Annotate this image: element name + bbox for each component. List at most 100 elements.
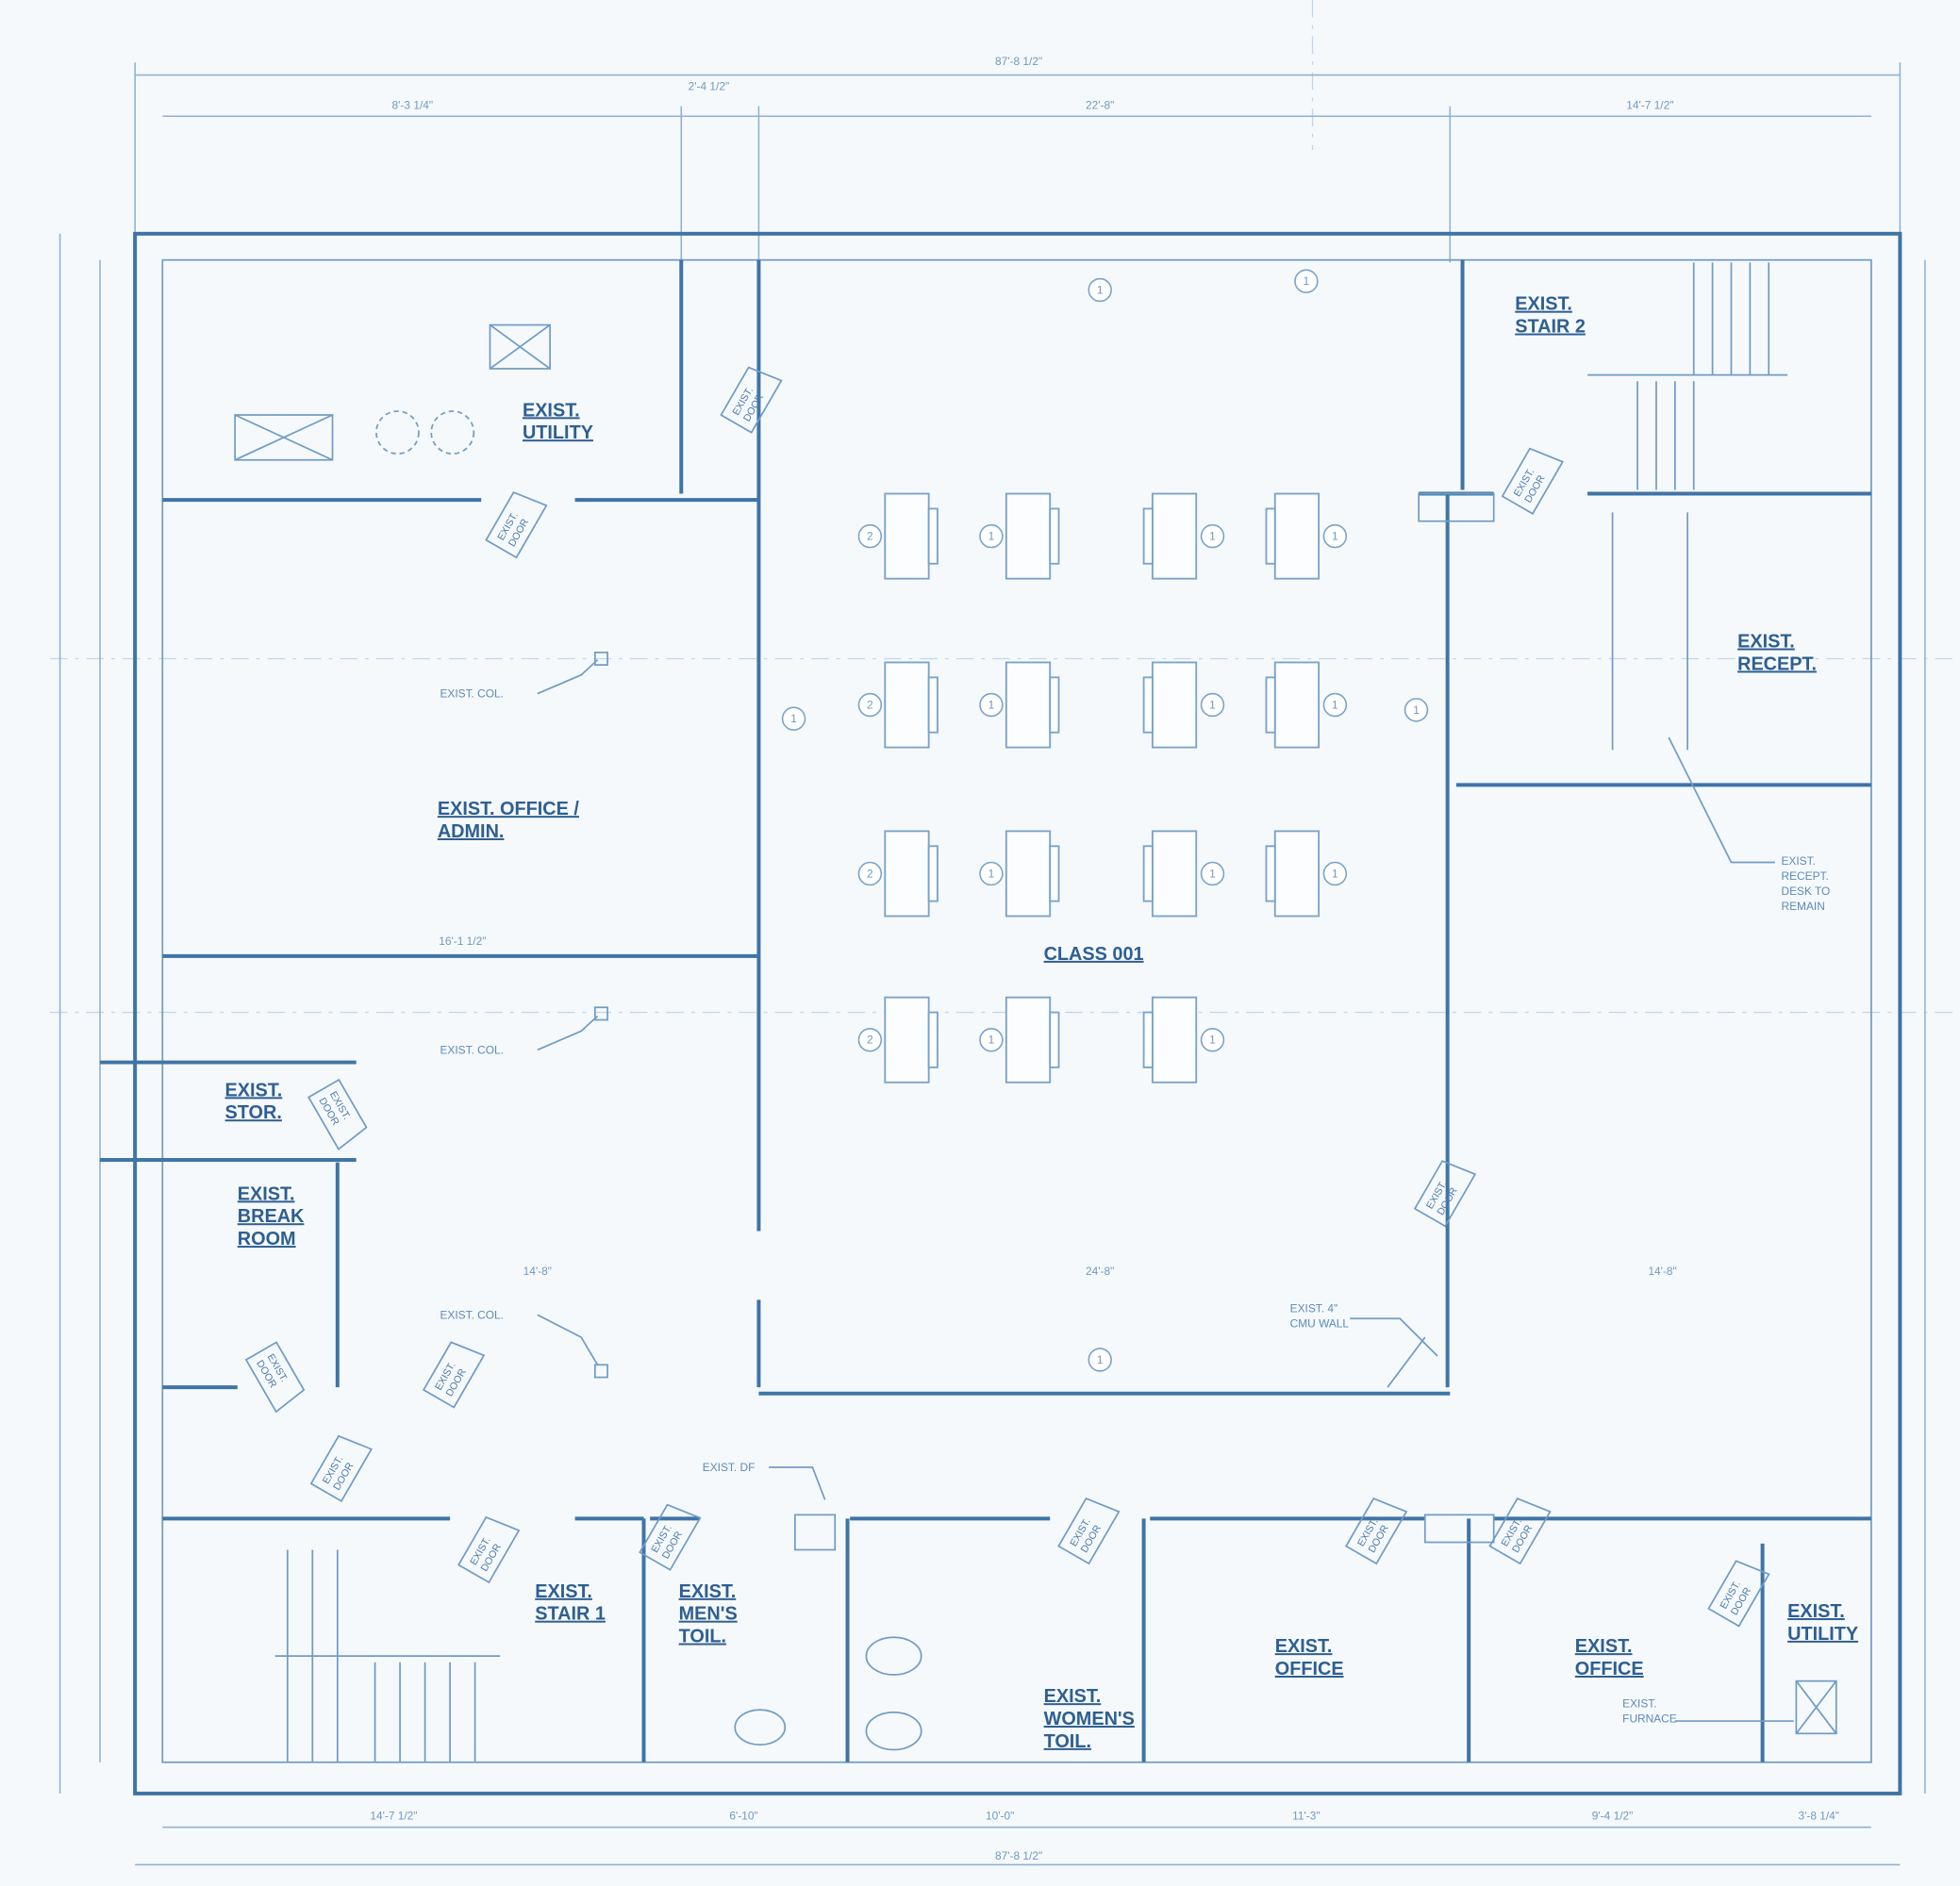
desk-tag — [857, 692, 883, 718]
door-swing: EXIST.DOOR — [485, 491, 548, 559]
note-recept-desk-b: RECEPT. — [1781, 869, 1828, 883]
dim-top-3: 22'-8" — [1086, 98, 1114, 111]
desk-tag — [979, 692, 1004, 718]
room-label-womens: EXIST. — [1044, 1686, 1102, 1707]
wall-tag: 1 — [1088, 1348, 1112, 1372]
note-col-3: EXIST. COL. — [440, 1308, 503, 1321]
room-label-class: CLASS 001 — [1044, 944, 1144, 965]
note-recept-desk-d: REMAIN — [1781, 900, 1824, 913]
room-label-mens-c: TOIL. — [679, 1627, 726, 1647]
desk-tag-label: 1 — [1332, 867, 1338, 880]
dim-bottom-3: 10'-0" — [986, 1810, 1014, 1823]
notes: EXIST. COL. EXIST. COL. EXIST. COL. EXIS… — [440, 651, 1830, 1725]
svg-text:1: 1 — [1304, 274, 1310, 288]
dim-corridor-3: 14'-8" — [1648, 1265, 1676, 1278]
door-swing: EXIST.DOOR — [244, 1341, 306, 1414]
desk: 1 — [979, 661, 1060, 749]
equipment — [234, 323, 1837, 1751]
desk-tag — [1322, 692, 1348, 718]
door-swing: EXIST.DOOR — [1057, 1497, 1121, 1565]
dim-bottom-4: 11'-3" — [1292, 1810, 1320, 1823]
room-label-break: EXIST. — [238, 1183, 295, 1204]
desk-tag — [1200, 523, 1225, 549]
door-swing: EXIST.DOOR — [720, 366, 783, 434]
desk-tag-label: 1 — [1209, 1034, 1216, 1047]
desk: 1 — [1142, 996, 1225, 1084]
desk: 2 — [857, 830, 938, 918]
desk-tag-label: 1 — [988, 698, 995, 711]
room-label-office-admin: EXIST. OFFICE / — [438, 799, 580, 819]
desk-tag — [979, 523, 1004, 549]
doors: EXIST.DOOREXIST.DOOREXIST.DOOREXIST.DOOR… — [244, 366, 1770, 1628]
room-label-utility-top-2: UTILITY — [523, 422, 593, 443]
room-label-womens-c: TOIL. — [1044, 1731, 1091, 1752]
grid-lines — [50, 0, 1960, 1014]
room-label-mens-b: MEN'S — [679, 1604, 738, 1625]
desk: 1 — [1142, 492, 1225, 580]
desk-tag — [857, 523, 883, 549]
desk-tag — [857, 1027, 883, 1052]
dim-office-width: 16'-1 1/2" — [439, 935, 486, 948]
note-cmu-wall-b: CMU WALL — [1290, 1317, 1350, 1331]
wall-tag: 1 — [1294, 269, 1319, 293]
door-swing: EXIST.DOOR — [1707, 1560, 1770, 1628]
svg-text:1: 1 — [1097, 283, 1104, 296]
door-swing: EXIST.DOOR — [639, 1503, 702, 1571]
desk: 1 — [979, 996, 1060, 1084]
room-label-stair-1: EXIST. — [535, 1581, 592, 1602]
dim-bottom-5: 9'-4 1/2" — [1592, 1810, 1634, 1823]
desk-tag-label: 1 — [1332, 698, 1338, 711]
room-label-office-admin-b: ADMIN. — [438, 821, 505, 842]
room-label-stair-1-b: STAIR 1 — [535, 1604, 606, 1625]
door-swing: EXIST.DOOR — [1488, 1497, 1552, 1565]
room-label-recept: EXIST. — [1737, 632, 1795, 653]
desk: 1 — [1265, 830, 1348, 918]
note-col-1: EXIST. COL. — [440, 687, 503, 701]
walls — [100, 231, 1902, 1795]
room-label-office-1: EXIST. — [1275, 1636, 1333, 1657]
desk-tag-label: 1 — [1209, 530, 1216, 543]
room-label-stor: EXIST. — [225, 1080, 283, 1100]
desk-tag-label: 2 — [867, 867, 873, 880]
wall-tag: 1 — [781, 706, 806, 731]
note-df: EXIST. DF — [703, 1461, 756, 1474]
room-label-utility-top: EXIST. — [523, 400, 580, 421]
desk-tag-label: 1 — [1209, 867, 1216, 880]
stair-1 — [274, 1549, 501, 1762]
dim-overall-top: 87'-8 1/2" — [995, 55, 1042, 68]
desk-tag — [857, 861, 883, 886]
desk-tag-label: 2 — [867, 530, 873, 543]
door-swing: EXIST.DOOR — [1501, 447, 1564, 515]
dim-bottom-6: 3'-8 1/4" — [1798, 1810, 1839, 1823]
note-furnace-b: FURNACE — [1622, 1712, 1677, 1725]
room-label-mens: EXIST. — [679, 1581, 737, 1602]
door-swing: EXIST.DOOR — [422, 1341, 486, 1409]
room-label-office-2-b: OFFICE — [1575, 1659, 1644, 1679]
desk: 2 — [857, 492, 938, 580]
note-recept-desk-c: DESK TO — [1781, 885, 1830, 898]
svg-text:1: 1 — [1413, 703, 1420, 717]
desk: 1 — [1265, 661, 1348, 749]
desk-tag-label: 2 — [867, 698, 873, 711]
desk: 1 — [1142, 830, 1225, 918]
desk: 1 — [1142, 661, 1225, 749]
room-label-stor-b: STOR. — [225, 1102, 282, 1123]
dim-overall-bottom: 87'-8 1/2" — [995, 1849, 1042, 1862]
room-labels: EXIST. UTILITY EXIST. STAIR 2 EXIST. REC… — [225, 294, 1859, 1752]
desk-tag — [1200, 692, 1225, 718]
room-label-stair-2-b: STAIR 2 — [1515, 317, 1586, 338]
wall-tag: 1 — [1404, 698, 1429, 722]
desk-tag-label: 1 — [1332, 530, 1338, 543]
door-swing: EXIST.DOOR — [1344, 1497, 1408, 1565]
wall-tag: 1 — [1088, 277, 1112, 303]
door-swing: EXIST.DOOR — [307, 1078, 368, 1151]
door-swing: EXIST.DOOR — [309, 1434, 374, 1503]
desk-tag — [979, 1027, 1004, 1052]
svg-text:1: 1 — [790, 712, 797, 725]
note-col-2: EXIST. COL. — [440, 1043, 503, 1056]
room-label-utility-bottom: EXIST. — [1787, 1601, 1845, 1622]
dim-bottom-2: 6'-10" — [729, 1810, 757, 1823]
desk: 1 — [979, 830, 1060, 918]
desk-tag — [1200, 1027, 1225, 1052]
